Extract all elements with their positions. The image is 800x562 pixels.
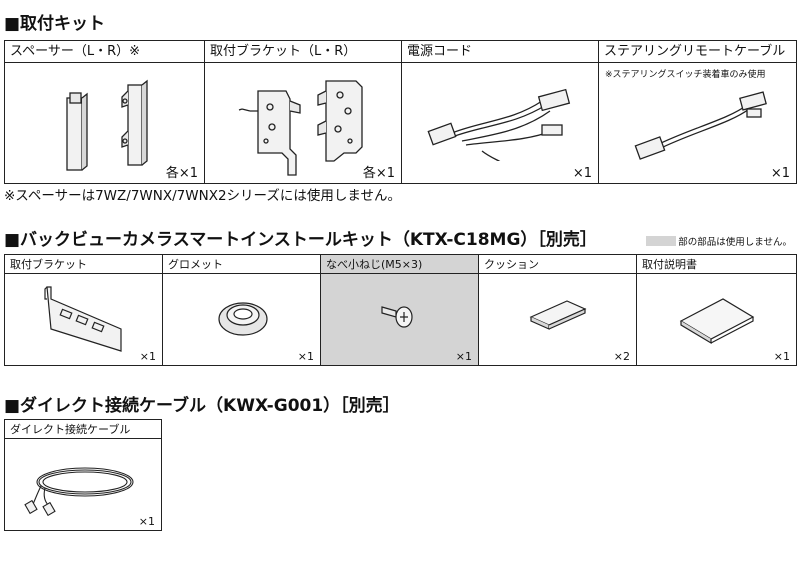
section1-note: ※スペーサーは7WZ/7WNX/7WNX2シリーズには使用しません。 <box>4 188 401 204</box>
spacer-illustration <box>66 79 148 171</box>
unused-swatch <box>646 236 677 246</box>
camera-bracket-illustration <box>44 286 122 352</box>
cushion-label: クッション <box>479 255 636 274</box>
screw-qty: ×1 <box>455 350 472 363</box>
steering-cable-illustration <box>634 91 767 160</box>
camera-bracket-label: 取付ブラケット <box>5 255 162 274</box>
bracket-qty: 各×1 <box>362 166 395 181</box>
direct-cable-cell: ダイレクト接続ケーブル ×1 <box>5 420 161 530</box>
manual-illustration <box>679 298 755 345</box>
manual-label: 取付説明書 <box>637 255 796 274</box>
power-cord-label: 電源コード <box>402 41 598 63</box>
section3-title: ■ダイレクト接続ケーブル（KWX-G001）［別売］ <box>4 396 400 416</box>
steering-cable-note: ※ステアリングスイッチ装着車のみ使用 <box>605 70 766 80</box>
grommet-illustration <box>218 302 268 336</box>
grommet-cell: グロメット ×1 <box>163 255 321 365</box>
section1-title: ■取付キット <box>4 14 106 34</box>
camera-bracket-qty: ×1 <box>139 350 156 363</box>
camera-bracket-cell: 取付ブラケット ×1 <box>5 255 163 365</box>
section2-title: ■バックビューカメラスマートインストールキット（KTX-C18MG）［別売］ <box>4 230 597 250</box>
power-cord-qty: ×1 <box>572 166 592 181</box>
section2-table: 取付ブラケット ×1 グロメット ×1 なべ小ねじ(M5×3) <box>4 254 797 366</box>
steering-cable-cell: ステアリングリモートケーブル ※ステアリングスイッチ装着車のみ使用 ×1 <box>599 41 796 183</box>
bracket-illustration <box>238 80 363 176</box>
screw-label: なべ小ねじ(M5×3) <box>321 255 478 274</box>
unused-legend-text: 部の部品は使用しません。 <box>678 237 792 248</box>
spacer-label: スペーサー（L・R）※ <box>5 41 204 63</box>
grommet-qty: ×1 <box>297 350 314 363</box>
spacer-cell: スペーサー（L・R）※ 各×1 <box>5 41 205 183</box>
unused-legend: 部の部品は使用しません。 <box>646 236 792 249</box>
manual-qty: ×1 <box>773 350 790 363</box>
bracket-label: 取付ブラケット（L・R） <box>205 41 401 63</box>
section1-table: スペーサー（L・R）※ 各×1 取付ブラケット（L・R） <box>4 40 797 184</box>
cushion-illustration <box>529 300 587 330</box>
direct-cable-label: ダイレクト接続ケーブル <box>5 420 161 439</box>
direct-cable-illustration <box>24 467 134 516</box>
steering-cable-qty: ×1 <box>770 166 790 181</box>
power-cord-cell: 電源コード ×1 <box>402 41 599 183</box>
section3-table: ダイレクト接続ケーブル ×1 <box>4 419 162 531</box>
power-cord-illustration <box>427 88 571 161</box>
cushion-cell: クッション ×2 <box>479 255 637 365</box>
screw-illustration <box>381 306 413 328</box>
manual-cell: 取付説明書 ×1 <box>637 255 796 365</box>
bracket-cell: 取付ブラケット（L・R） 各×1 <box>205 41 402 183</box>
screw-cell: なべ小ねじ(M5×3) ×1 <box>321 255 479 365</box>
cushion-qty: ×2 <box>613 350 630 363</box>
direct-cable-qty: ×1 <box>138 515 155 528</box>
spacer-qty: 各×1 <box>165 166 198 181</box>
steering-cable-label: ステアリングリモートケーブル <box>599 41 796 63</box>
grommet-label: グロメット <box>163 255 320 274</box>
